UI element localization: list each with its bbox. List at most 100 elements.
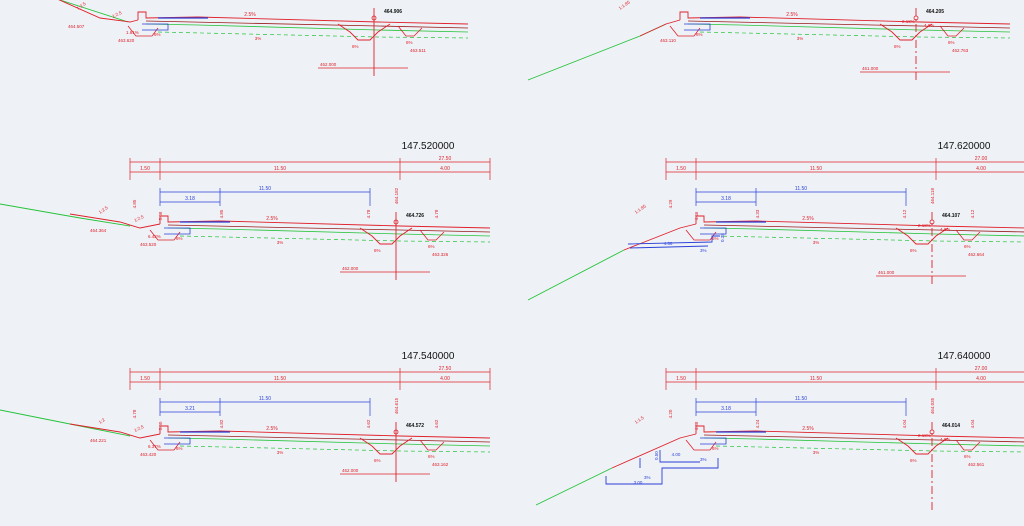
road-subbase-green [687,23,1011,33]
ground-line [0,203,131,227]
road-subbase-green [703,437,1024,447]
pct-sub-label: 3% [277,240,284,245]
road-base [145,20,469,29]
vert-c: 4.82 [219,419,224,428]
pct-extra2-label: 3% [700,248,707,253]
pct-small-label: 6% [176,446,183,451]
pct-right2-label: 6% [948,40,955,45]
road-base [167,434,491,443]
pct-right2-label: 6% [428,244,435,249]
blue-step-label: 3.00 [634,480,643,485]
vert-top: 464.182 [394,187,399,204]
left-slope-label: 1:1.85 [634,203,648,215]
blue-dim-second: 11.50 [259,396,271,402]
pct-right2-label: 6% [428,454,435,459]
pct-road-label: 2.5% [802,426,814,432]
pct-extra-label: 4.8% [924,23,934,28]
left-slope2-label: 1:2.5 [133,214,145,223]
dim-total: 27.50 [439,366,452,372]
subgrade-dashed [699,31,1011,39]
road-base [167,224,491,233]
left-ditch [149,439,181,451]
road-subbase-green [167,227,491,237]
center-marker [913,15,919,21]
blue-box [164,437,191,445]
road-base [703,434,1024,443]
bottom-elev-label: 463.110 [660,38,676,43]
blue-dim-first: 3.18 [721,406,731,412]
median-ditch [879,23,933,41]
pct-sub-label: 3% [277,450,284,455]
dim-right: 4.00 [976,166,986,172]
pct-small-label: 6% [712,236,719,241]
median-ditch [359,437,413,455]
left-slope [69,423,161,439]
left-elev-label: 464.364 [90,228,107,233]
right-elev-label: 463.511 [410,48,426,53]
dim-main: 11.50 [274,376,286,382]
center-vert-label: 2.18% [918,433,931,438]
blue-box [164,227,191,235]
vert-top: 464.035 [930,397,935,414]
center-marker [393,219,399,225]
pct-left-label: 6.37% [148,444,161,449]
center-marker [929,219,935,225]
ground-line [527,23,667,81]
right-elev-label: 462.763 [952,48,969,53]
pct-right-label: 6% [374,248,381,253]
blue-box [142,23,169,31]
pct-road-label: 2.5% [802,216,814,222]
bottom-elev-label: 463.420 [140,452,157,457]
subgrade-dashed [715,445,1024,453]
station-label: 147.540000 [402,351,455,362]
center-marker [929,429,935,435]
blue-dim-second: 11.50 [795,396,807,402]
dim-main: 11.50 [810,166,822,172]
right-ditch [939,25,965,37]
pct-extra2-label: 3% [700,457,707,462]
left-ditch [685,439,717,451]
vert-d: 4.62 [366,419,371,428]
road-surface [679,11,1011,25]
blue-step-label: 4.50 [664,241,673,246]
pct-small-label: 6% [176,236,183,241]
station-label: 147.520000 [402,141,455,152]
ground-line [535,467,613,506]
datum-label: 461.000 [878,270,895,275]
vert-e: 4.78 [434,209,439,218]
cross-section-s1: 462.0001:2.51:2.5464.507463.6201.61%6%2.… [58,0,469,76]
dim-main: 11.50 [810,376,822,382]
pct-sub-label: 3% [797,36,804,41]
road-subbase-green [145,23,469,33]
dim-total: 27.00 [975,156,988,162]
cross-section-s2: 461.0001:1.85463.1106%2.5%3%464.2052.18%… [527,0,1011,81]
vert-c: 4.24 [755,419,760,428]
dim-total: 27.50 [439,156,452,162]
vert-a: 4.20 [668,409,673,418]
dim-total: 27.00 [975,366,988,372]
dim-left: 1.50 [676,166,686,172]
right-ditch [397,25,423,37]
ground-line [527,249,625,301]
left-slope [58,0,139,23]
pct-sub-label: 3% [813,450,820,455]
dim-left: 1.50 [140,376,150,382]
left-slope2-label: 1:2.5 [133,424,145,433]
vert-c: 4.85 [219,209,224,218]
left-slope [611,433,697,469]
pct-small-label: 6% [712,446,719,451]
pct-road-label: 2.5% [266,216,278,222]
pct-right2-label: 6% [406,40,413,45]
right-elev-label: 463.162 [432,462,449,467]
vert-c: 4.33 [755,209,760,218]
right-elev-label: 462.664 [968,252,985,257]
vert-a: 4.29 [668,199,673,208]
pct-left-label: 6.42% [148,234,161,239]
blue-box [684,23,711,31]
bottom-elev-label: 463.520 [140,242,157,247]
center-elev-label: 464.726 [406,213,424,219]
road-surface [695,215,1024,229]
pct-right-label: 6% [352,44,359,49]
vert-top: 464.615 [394,397,399,414]
